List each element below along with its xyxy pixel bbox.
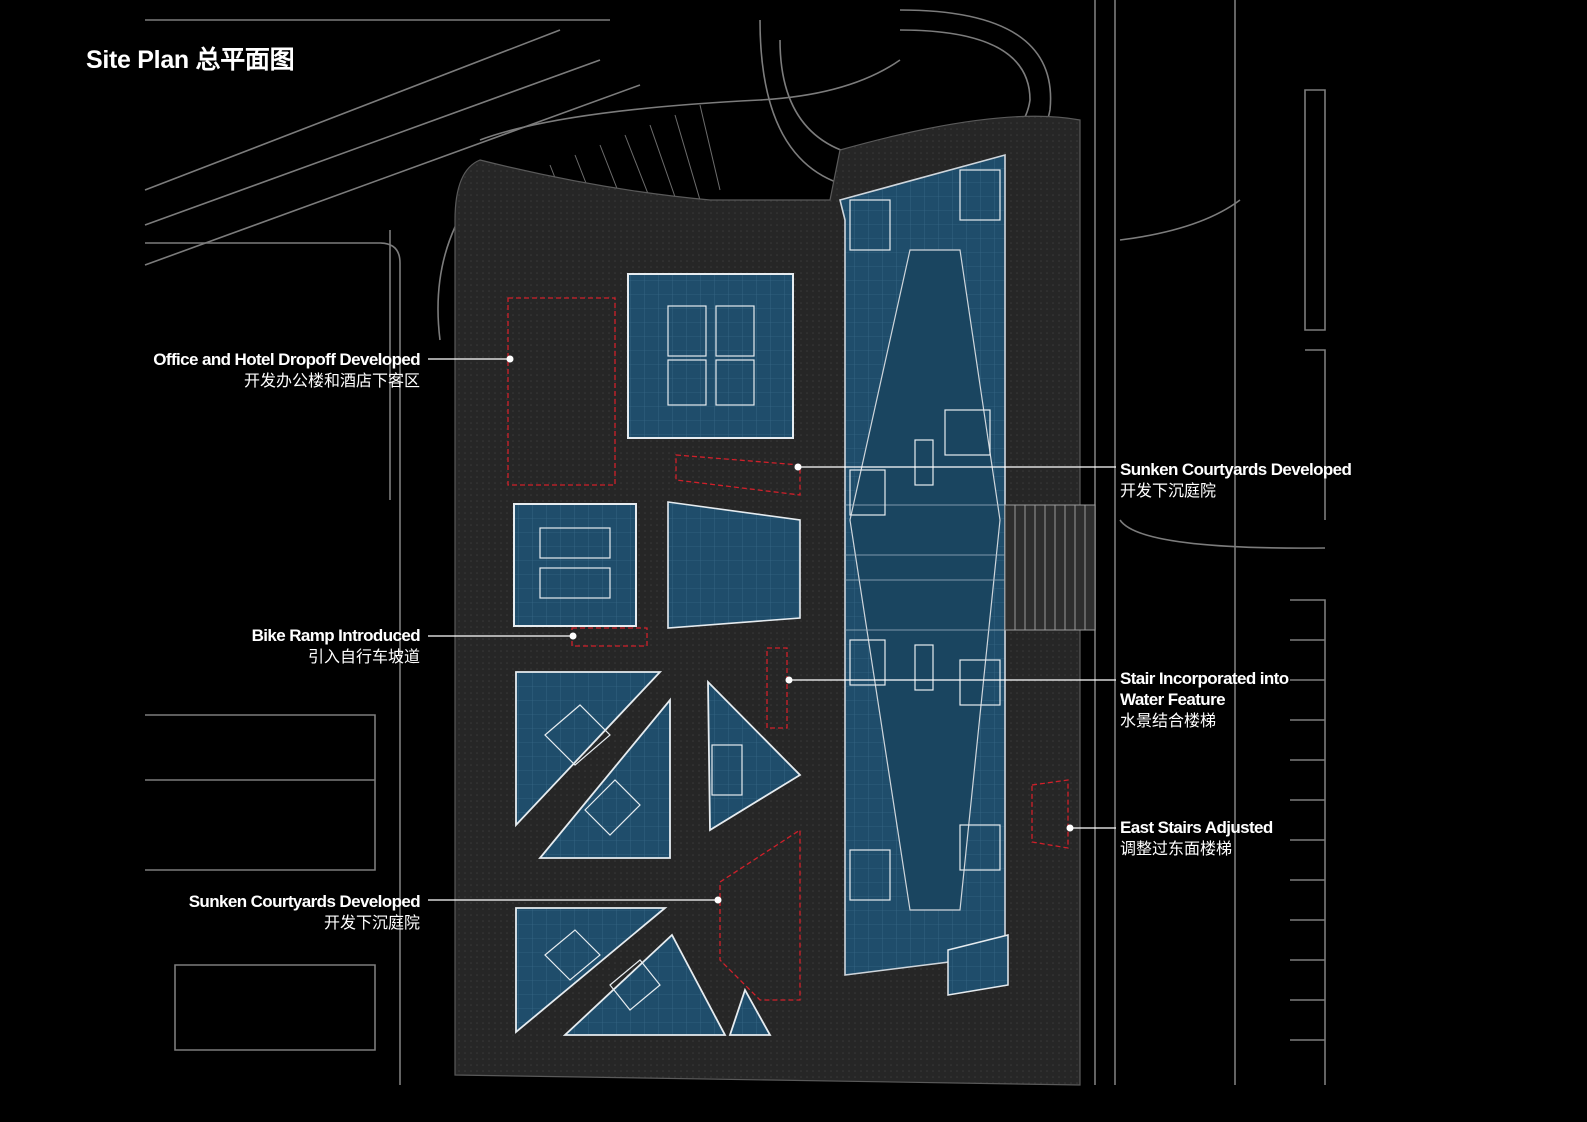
retail-cores [849, 169, 1001, 901]
annotation-en: East Stairs Adjusted [1120, 818, 1273, 837]
annotation-zh: 调整过东面楼梯 [1120, 839, 1233, 858]
annotation-zh: 开发下沉庭院 [1120, 481, 1217, 500]
mid-building [667, 501, 801, 629]
page-title: Site Plan 总平面图 [86, 46, 295, 74]
triangle-block-3 [707, 679, 802, 832]
leader-lines [428, 358, 1116, 901]
annotation-zh: 开发下沉庭院 [323, 913, 420, 932]
annotation-dropoff: Office and Hotel Dropoff Developed 开发办公楼… [60, 349, 420, 391]
annotation-east-stairs: East Stairs Adjusted 调整过东面楼梯 [1120, 817, 1420, 859]
triangle-block-6 [728, 987, 772, 1036]
annotation-en: Sunken Courtyards Developed [1120, 460, 1352, 479]
annotation-en: Bike Ramp Introduced [251, 626, 421, 645]
annotation-stair-water-feature: Stair Incorporated into Water Feature 水景… [1120, 668, 1420, 731]
annotation-zh: 引入自行车坡道 [307, 647, 420, 666]
triangle-block-1 [515, 671, 663, 828]
leader-dots [506, 355, 1074, 904]
annotation-en-line2: Water Feature [1120, 690, 1226, 709]
south-pavilion [947, 934, 1009, 996]
triangle-block-4 [515, 907, 668, 1034]
triangle-block-2 [538, 697, 671, 859]
annotation-sunken-courtyards-south: Sunken Courtyards Developed 开发下沉庭院 [100, 891, 421, 933]
annotation-zh: 水景结合楼梯 [1120, 711, 1217, 730]
east-steps [1004, 504, 1096, 631]
annotation-zh: 开发办公楼和酒店下客区 [243, 371, 420, 390]
annotation-en: Stair Incorporated into [1120, 669, 1289, 688]
annotation-en: Office and Hotel Dropoff Developed [153, 350, 420, 369]
annotation-sunken-courtyards-east: Sunken Courtyards Developed 开发下沉庭院 [1120, 459, 1420, 501]
hotel-tower [513, 503, 637, 627]
triangle-block-5 [562, 933, 727, 1036]
annotation-en: Sunken Courtyards Developed [188, 892, 421, 911]
annotation-bike-ramp: Bike Ramp Introduced 引入自行车坡道 [120, 625, 421, 667]
office-tower [627, 273, 794, 439]
